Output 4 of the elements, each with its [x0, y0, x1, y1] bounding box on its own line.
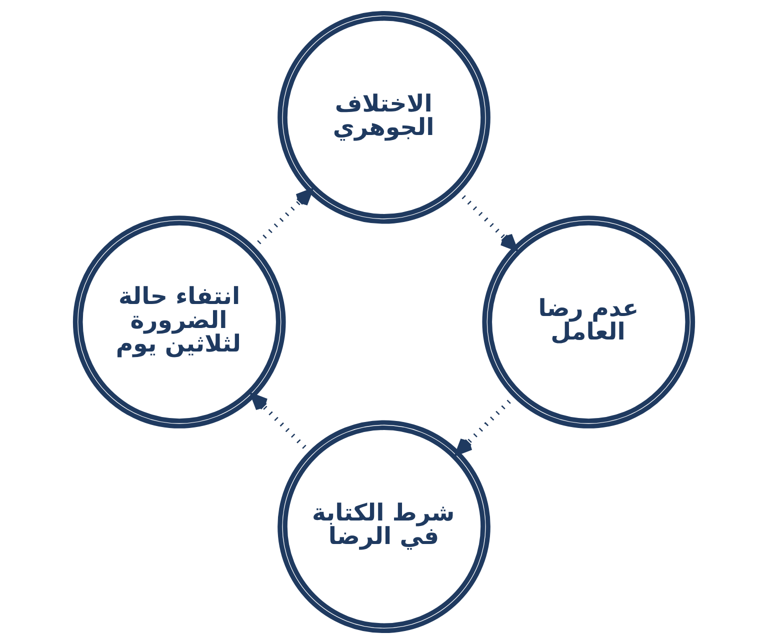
node-circle: انتفاء حالة الضرورة لثلاثين يوم — [72, 216, 286, 428]
node-circle: الاختلاف الجوهري — [278, 10, 490, 224]
node-circle: شرط الكتابة في الرضا — [278, 420, 490, 634]
node-circle: عدم رضا العامل — [482, 216, 696, 428]
